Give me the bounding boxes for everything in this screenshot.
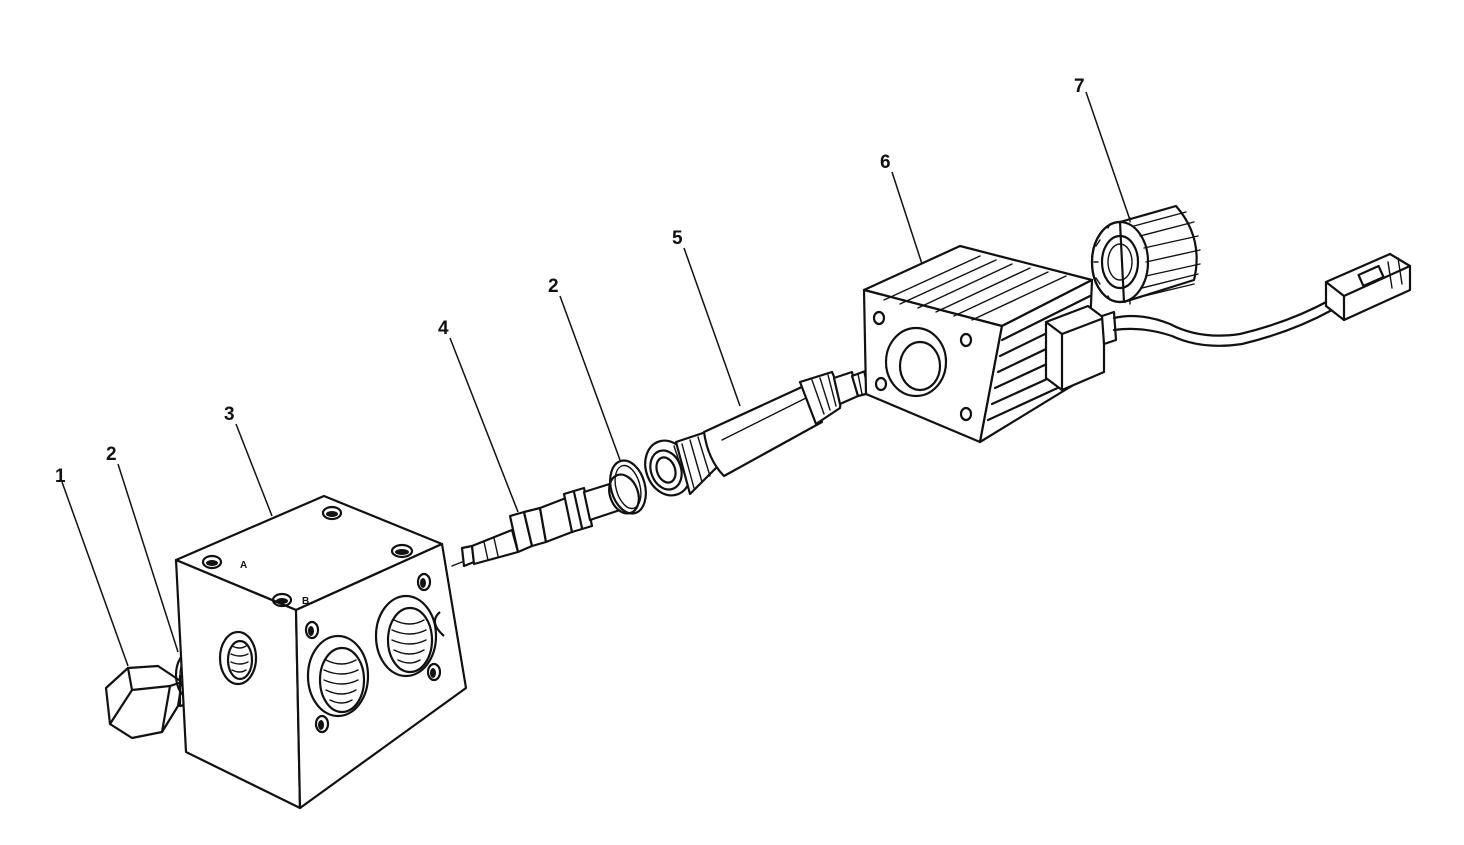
leader-lines	[61, 91, 1131, 667]
valve-spool	[460, 473, 640, 568]
svg-text:B: B	[302, 596, 309, 607]
callout-5: 5	[672, 228, 683, 249]
o-ring-mid	[609, 459, 647, 515]
callout-7: 7	[1074, 76, 1085, 97]
centre-line	[451, 561, 463, 567]
coil-cable	[1112, 252, 1412, 347]
callout-4: 4	[438, 318, 449, 339]
callout-3: 3	[224, 404, 235, 425]
valve-tube	[644, 368, 876, 497]
manifold-block: A B	[174, 494, 468, 810]
callout-labels: 1 2 3 4 2 5 6 7	[55, 76, 1085, 487]
solenoid-coil	[862, 244, 1118, 444]
callout-6: 6	[880, 152, 891, 173]
knurled-nut	[1090, 204, 1201, 305]
svg-text:A: A	[240, 560, 247, 571]
callout-1: 1	[55, 466, 66, 487]
callout-2-left: 2	[106, 444, 117, 465]
callout-2-mid: 2	[548, 276, 559, 297]
